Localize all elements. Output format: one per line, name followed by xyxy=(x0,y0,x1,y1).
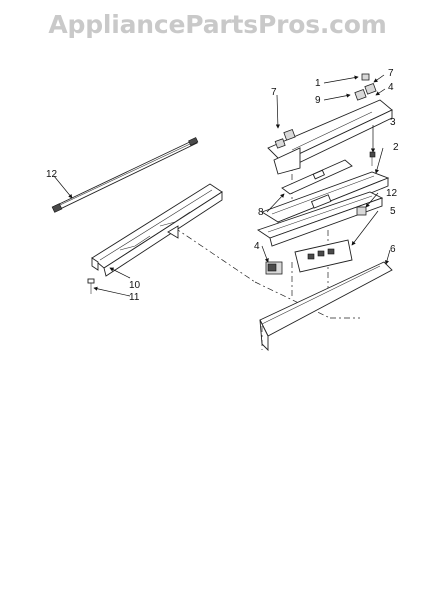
part-screw xyxy=(87,278,95,294)
callout-2: 2 xyxy=(393,142,399,153)
callout-12-left: 12 xyxy=(46,169,58,180)
part-control-strip xyxy=(281,159,353,195)
callout-labels: 1 7 9 4 7 3 2 12 12 8 5 4 6 10 11 xyxy=(46,68,399,303)
callout-4-bottom: 4 xyxy=(254,241,260,252)
part-control-board xyxy=(294,239,353,273)
callout-7-left: 7 xyxy=(271,87,277,98)
part-rod-left xyxy=(51,137,199,213)
callout-4-top: 4 xyxy=(388,82,394,93)
callout-5: 5 xyxy=(390,206,396,217)
callout-11: 11 xyxy=(129,292,140,303)
part-switch-block xyxy=(265,261,283,275)
part-lower-trim xyxy=(256,191,384,247)
part-base-panel xyxy=(259,261,393,352)
callout-8: 8 xyxy=(258,207,264,218)
callout-7-top: 7 xyxy=(388,68,394,79)
leader-lines xyxy=(53,74,391,297)
part-mounting-bracket xyxy=(91,183,223,277)
watermark-logo-text: AppliancePartsPros.com xyxy=(48,10,387,39)
callout-6: 6 xyxy=(390,244,396,255)
part-clip-right xyxy=(356,206,367,216)
callout-9: 9 xyxy=(315,95,321,106)
callout-1: 1 xyxy=(315,78,321,89)
callout-12-right: 12 xyxy=(386,188,398,199)
part-top-trim xyxy=(267,99,393,175)
part-clips xyxy=(274,73,377,149)
part-screw-top xyxy=(369,151,376,166)
callout-10: 10 xyxy=(129,280,141,291)
callout-3: 3 xyxy=(390,117,396,128)
